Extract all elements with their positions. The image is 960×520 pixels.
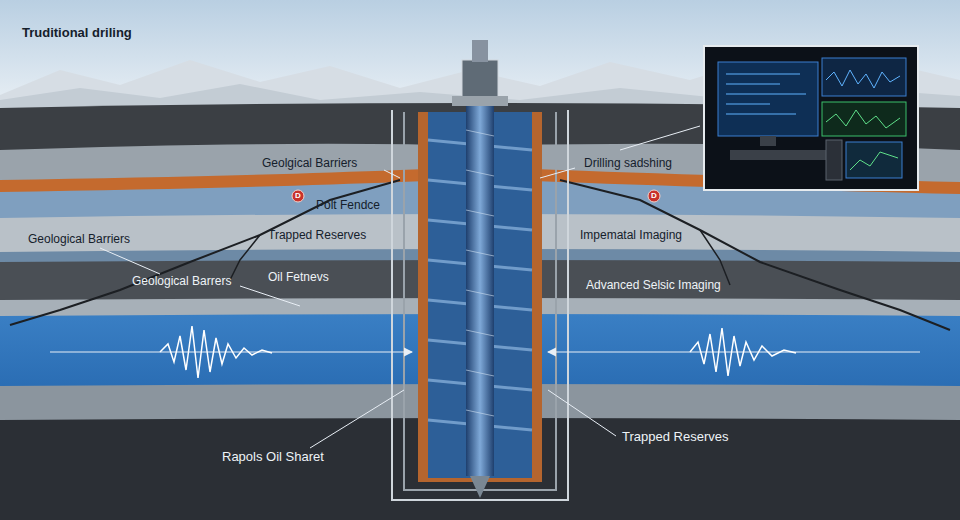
callout-label: Trapped Reserves <box>622 430 728 444</box>
layer-label: Geolgical Barriers <box>262 156 357 170</box>
layer-label: Oil Fetnevs <box>268 270 329 284</box>
marker-letter: D <box>292 190 304 202</box>
marker-letter: D <box>648 190 660 202</box>
callout-label: Drilling sadshing <box>584 156 672 170</box>
layer-label: Trapped Reserves <box>268 228 366 242</box>
layer-label: Impematal Imaging <box>580 228 682 242</box>
callout-label: Advanced Selsic Imaging <box>586 278 721 292</box>
diagram-title: Truditional driling <box>22 26 132 40</box>
layer-label: Geological Barriers <box>28 232 130 246</box>
layer-label: Polt Fendce <box>316 198 380 212</box>
layer-label: Geological Barrers <box>132 274 231 288</box>
callout-label: Rapols Oil Sharet <box>222 450 324 464</box>
